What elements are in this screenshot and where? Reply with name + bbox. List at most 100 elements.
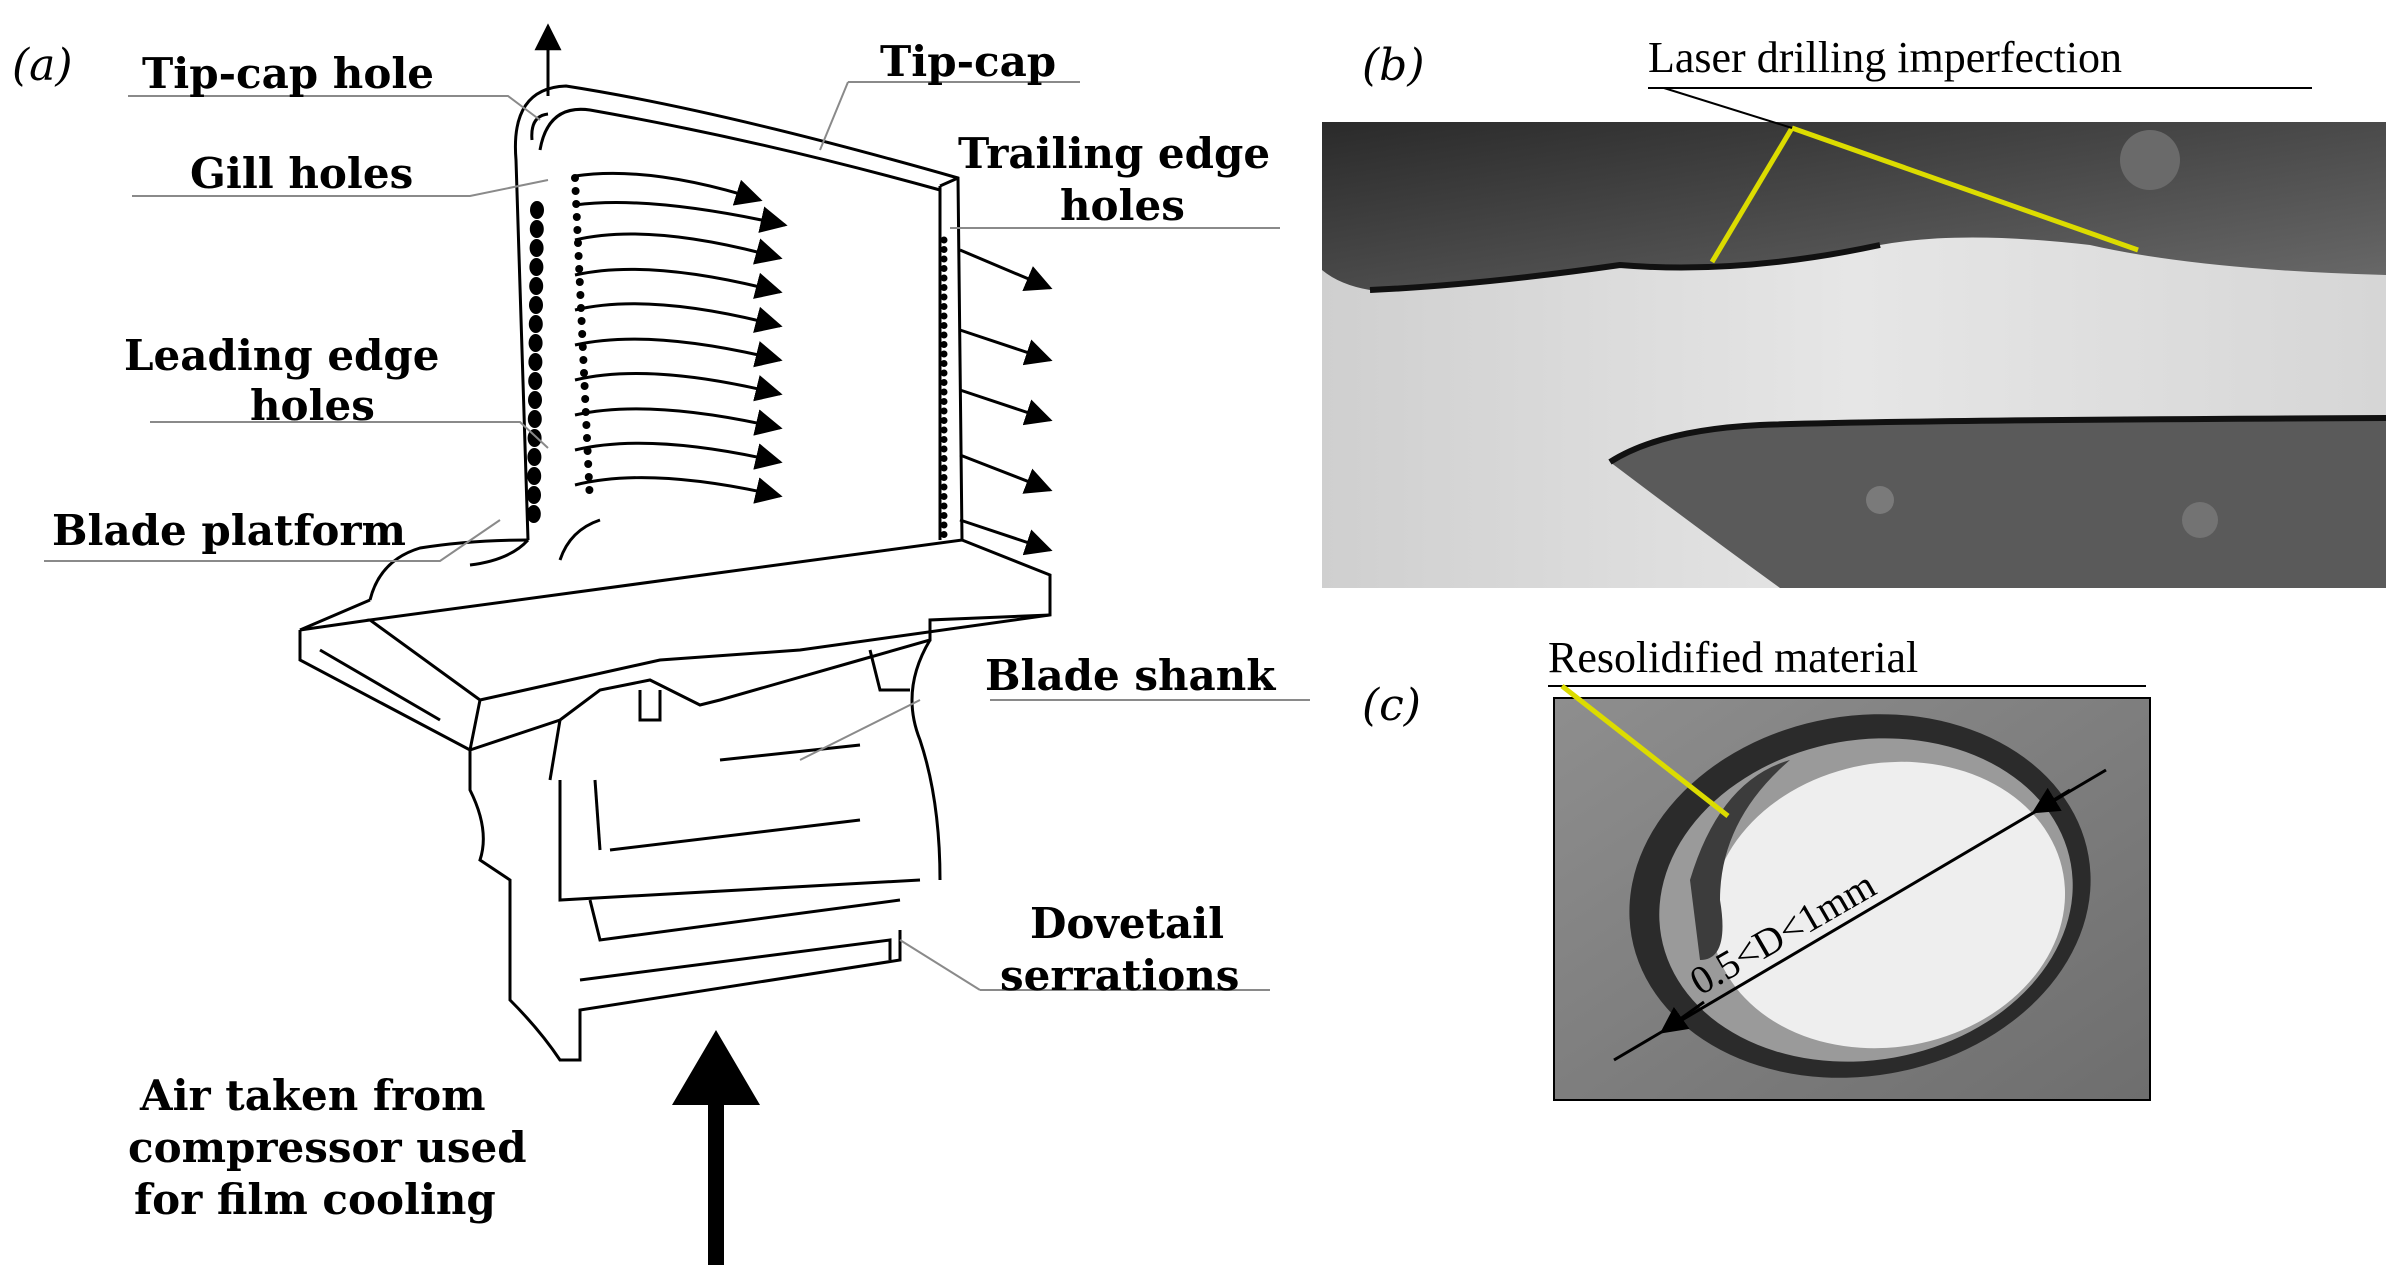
supply-arrow — [672, 1030, 760, 1265]
gill-hole — [576, 291, 585, 299]
panel-b: (b) Laser drilling imperfection — [1322, 33, 2386, 588]
leading-edge-hole — [527, 410, 542, 428]
callout-leading-edge-holes-line2: holes — [250, 381, 375, 430]
trailing-edge-hole — [940, 322, 948, 329]
gill-hole — [575, 265, 584, 273]
gill-hole — [584, 460, 593, 468]
airflow-arrow — [959, 328, 1053, 366]
micrograph-c — [1554, 698, 2150, 1100]
trailing-edge-hole — [940, 483, 948, 491]
airflow-arrow — [574, 267, 783, 299]
leading-edge-hole — [526, 505, 541, 523]
leading-edge-hole — [529, 296, 543, 314]
trailing-edge-hole — [940, 246, 948, 253]
trailing-edge-hole — [940, 303, 948, 310]
trailing-edge-hole — [940, 350, 948, 358]
airflow-arrow — [574, 372, 783, 402]
gill-hole — [575, 278, 584, 286]
trailing-edge-hole — [940, 236, 948, 244]
gill-hole — [580, 369, 588, 377]
trailing-edge-hole — [940, 331, 948, 339]
callout-leading-edge-holes-line1: Leading edge — [124, 331, 440, 380]
panel-c-title: Resolidified material — [1548, 633, 1918, 682]
annotation-lines-b — [1709, 125, 2139, 264]
leading-edge-hole — [529, 220, 544, 238]
turbine-blade-drawing — [298, 84, 1052, 1062]
panel-a-label: (a) — [12, 40, 73, 91]
callout-trailing-edge-holes-line1: Trailing edge — [958, 129, 1270, 178]
dimension-arrow — [1613, 768, 2107, 1062]
airflow-arrow — [574, 407, 783, 436]
callout-tip-cap-hole: Tip-cap hole — [142, 49, 434, 98]
callout-gill-holes: Gill holes — [190, 149, 413, 198]
callout-leaders — [44, 81, 1310, 991]
gill-hole — [572, 213, 581, 221]
trailing-edge-hole — [940, 521, 948, 529]
airflow-arrow — [574, 201, 788, 233]
leading-edge-hole — [529, 239, 544, 257]
callout-blade-platform: Blade platform — [52, 506, 406, 555]
airflow-arrow — [574, 337, 783, 368]
gill-hole — [585, 486, 594, 494]
panel-c: (c) Resolidified material 0.5<D<1mm — [1362, 633, 2151, 1101]
gill-hole — [572, 200, 581, 208]
trailing-edge-hole — [940, 445, 948, 453]
airflow-arrow — [574, 302, 783, 333]
micrograph-b — [1322, 122, 2386, 588]
gill-hole — [578, 330, 587, 338]
gill-hole — [579, 356, 588, 364]
panel-b-title-leader — [1663, 87, 1793, 129]
trailing-edge-holes — [940, 236, 948, 538]
trailing-edge-hole — [940, 512, 948, 519]
panel-c-label: (c) — [1362, 680, 1421, 731]
gill-hole — [573, 226, 582, 234]
gill-hole — [577, 304, 585, 312]
trailing-edge-hole — [940, 369, 948, 377]
leading-edge-hole — [528, 372, 543, 390]
annotation-line-c — [1560, 684, 1730, 818]
trailing-edge-hole — [940, 265, 948, 272]
trailing-edge-hole — [940, 341, 948, 348]
airflow-arrow — [959, 453, 1053, 494]
gill-holes — [571, 174, 594, 494]
airflow-arrow — [574, 232, 783, 265]
callout-dovetail-serrations-line2: serrations — [1000, 951, 1239, 1000]
trailing-edge-hole — [940, 360, 948, 367]
gill-hole — [577, 317, 586, 325]
leading-edge-hole — [527, 448, 542, 466]
callout-dovetail-serrations-line1: Dovetail — [1030, 899, 1224, 948]
airflow-arrow — [959, 518, 1053, 556]
cooling-airflow-arrows — [534, 23, 1053, 556]
trailing-edge-hole — [940, 379, 948, 386]
leading-edge-hole — [528, 391, 542, 409]
airflow-arrow — [574, 171, 763, 206]
gill-hole — [571, 187, 580, 195]
trailing-edge-hole — [940, 284, 948, 291]
trailing-edge-hole — [940, 455, 948, 462]
callout-air-supply-line2: compressor used — [128, 1123, 527, 1172]
leading-edge-hole — [528, 353, 543, 371]
trailing-edge-hole — [940, 388, 948, 396]
leading-edge-hole — [529, 277, 544, 295]
trailing-edge-hole — [940, 312, 948, 320]
leading-edge-hole — [528, 334, 543, 352]
panel-b-title: Laser drilling imperfection — [1648, 33, 2122, 82]
gill-hole — [583, 434, 591, 442]
trailing-edge-hole — [940, 531, 948, 538]
airflow-arrow — [959, 388, 1053, 426]
gill-hole — [574, 252, 583, 260]
leading-edge-hole — [527, 486, 541, 504]
gill-hole — [584, 473, 593, 481]
trailing-edge-hole — [940, 293, 948, 301]
trailing-edge-hole — [940, 493, 948, 500]
panel-a: (a) — [12, 23, 1310, 1265]
trailing-edge-hole — [940, 474, 948, 481]
gill-hole — [574, 239, 582, 247]
leading-edge-holes — [526, 201, 544, 523]
trailing-edge-hole — [940, 417, 948, 424]
trailing-edge-hole — [940, 255, 948, 263]
gill-hole — [582, 421, 591, 429]
leading-edge-hole — [529, 258, 544, 276]
airflow-arrow — [574, 476, 783, 504]
callout-tip-cap: Tip-cap — [880, 37, 1056, 86]
